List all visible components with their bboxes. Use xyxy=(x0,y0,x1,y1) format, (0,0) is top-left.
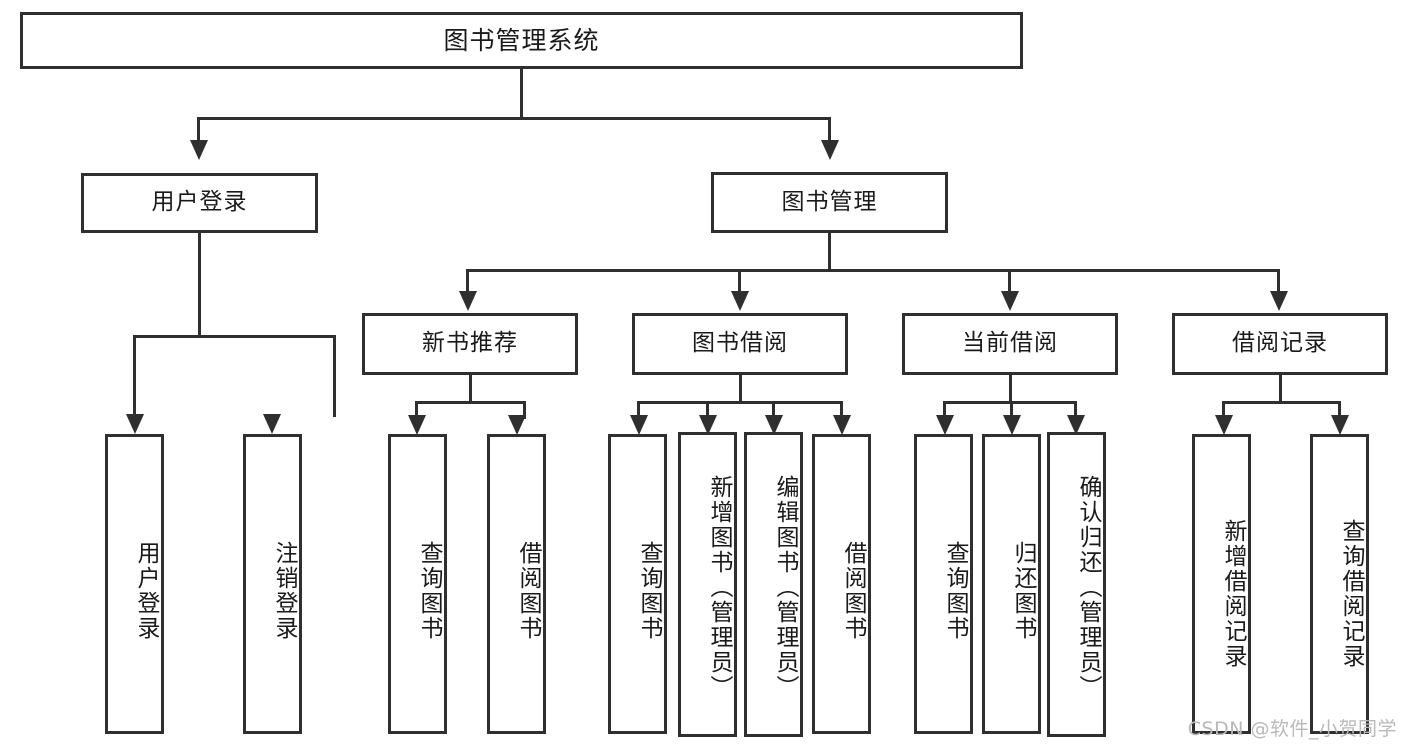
edge-new-book-recommend-bar xyxy=(415,401,526,404)
node-label: 图书管理 xyxy=(781,188,878,215)
node-new-book-recommend[interactable]: 新书推荐 xyxy=(362,313,578,375)
edge-user-login-bar xyxy=(133,335,336,338)
edge-to-borrow-record xyxy=(1277,269,1280,293)
edge-to-book-borrow xyxy=(738,269,741,293)
edge-user-login-stem xyxy=(198,233,201,335)
edge-borrow-record-to-leaf-1 xyxy=(1338,401,1341,419)
node-user-login[interactable]: 用户登录 xyxy=(81,173,318,233)
node-label: 用户登录 xyxy=(151,189,248,216)
edge-book-borrow-to-leaf-3 xyxy=(840,401,843,419)
arrow-new-book-recommend-to-leaf-1 xyxy=(508,415,526,435)
leaf-book-borrow-2[interactable]: 编辑图书（管理员） xyxy=(744,432,803,737)
node-label: 新增图书（管理员） xyxy=(706,475,732,700)
edge-borrow-record-to-leaf-0 xyxy=(1222,401,1225,419)
node-label: 确认归还（管理员） xyxy=(1075,475,1101,700)
leaf-current-borrow-1[interactable]: 归还图书 xyxy=(982,434,1041,734)
node-label: 查询图书 xyxy=(416,541,442,641)
edge-root-stem xyxy=(520,69,523,117)
leaf-user-login-0[interactable]: 用户登录 xyxy=(105,434,164,734)
node-label: 借阅图书 xyxy=(840,541,866,641)
edge-book-borrow-to-leaf-2 xyxy=(772,401,775,419)
node-book-borrow[interactable]: 图书借阅 xyxy=(632,313,848,375)
node-label: 查询图书 xyxy=(942,541,968,641)
edge-borrow-record-bar xyxy=(1222,401,1341,404)
edge-level2-bar xyxy=(466,269,1280,272)
edge-current-borrow-to-leaf-0 xyxy=(943,401,946,419)
node-label: 查询图书 xyxy=(636,541,662,641)
edge-book-borrow-to-leaf-1 xyxy=(706,401,709,419)
leaf-book-borrow-3[interactable]: 借阅图书 xyxy=(812,434,871,734)
arrow-current-borrow-to-leaf-0 xyxy=(936,415,954,435)
leaf-borrow-record-0[interactable]: 新增借阅记录 xyxy=(1192,434,1251,734)
edge-user-login-to-leaf-1 xyxy=(333,335,336,417)
arrow-current-borrow-to-leaf-1 xyxy=(1003,415,1021,435)
leaf-new-book-recommend-0[interactable]: 查询图书 xyxy=(388,434,447,734)
edge-book-borrow-to-leaf-0 xyxy=(637,401,640,419)
edge-to-current-borrow xyxy=(1008,269,1011,293)
edge-borrow-record-stem xyxy=(1279,375,1282,403)
edge-book-borrow-stem xyxy=(739,375,742,403)
arrow-borrow-record-to-leaf-1 xyxy=(1331,415,1349,435)
node-label: 新书推荐 xyxy=(422,330,518,357)
edge-root-bar xyxy=(197,117,831,120)
node-label: 用户登录 xyxy=(133,541,159,641)
arrow-to-borrow-record xyxy=(1270,291,1288,311)
arrow-current-borrow-to-leaf-2 xyxy=(1067,415,1085,435)
arrow-to-current-borrow xyxy=(1001,291,1019,311)
edge-new-book-recommend-to-leaf-1 xyxy=(523,401,526,419)
leaf-new-book-recommend-1[interactable]: 借阅图书 xyxy=(487,434,546,734)
node-label: 注销登录 xyxy=(271,541,297,641)
edge-book-management-stem xyxy=(828,233,831,271)
node-root-book-management-system[interactable]: 图书管理系统 xyxy=(20,12,1023,69)
edge-root-to-book-management xyxy=(828,117,831,143)
arrow-root-to-book-management xyxy=(821,140,839,160)
node-label: 借阅记录 xyxy=(1232,330,1328,357)
watermark-text: CSDN @软件_小贺同学 xyxy=(1187,718,1397,740)
edge-current-borrow-to-leaf-2 xyxy=(1074,401,1077,419)
edge-root-to-user-login xyxy=(197,117,200,143)
node-label: 当前借阅 xyxy=(962,330,1058,357)
arrow-book-borrow-to-leaf-1 xyxy=(699,415,717,435)
node-book-management[interactable]: 图书管理 xyxy=(711,172,948,233)
edge-current-borrow-to-leaf-1 xyxy=(1010,401,1013,419)
arrow-new-book-recommend-to-leaf-0 xyxy=(408,415,426,435)
leaf-current-borrow-0[interactable]: 查询图书 xyxy=(914,434,973,734)
leaf-borrow-record-1[interactable]: 查询借阅记录 xyxy=(1310,434,1369,734)
arrow-borrow-record-to-leaf-0 xyxy=(1215,415,1233,435)
edge-to-new-book-recommend xyxy=(466,269,469,293)
node-label: 借阅图书 xyxy=(515,541,541,641)
node-label: 查询借阅记录 xyxy=(1338,519,1364,669)
arrow-user-login-to-leaf-1 xyxy=(263,414,281,434)
arrow-book-borrow-to-leaf-0 xyxy=(630,415,648,435)
arrow-book-borrow-to-leaf-2 xyxy=(765,415,783,435)
node-label: 归还图书 xyxy=(1010,541,1036,641)
edge-current-borrow-stem xyxy=(1009,375,1012,403)
node-label: 图书管理系统 xyxy=(443,25,600,55)
node-label: 编辑图书（管理员） xyxy=(772,475,798,700)
arrow-to-new-book-recommend xyxy=(459,291,477,311)
edge-book-borrow-bar xyxy=(637,401,843,404)
edge-new-book-recommend-to-leaf-0 xyxy=(415,401,418,419)
node-label: 新增借阅记录 xyxy=(1220,519,1246,669)
arrow-book-borrow-to-leaf-3 xyxy=(833,415,851,435)
leaf-book-borrow-1[interactable]: 新增图书（管理员） xyxy=(678,432,737,737)
arrow-user-login-to-leaf-0 xyxy=(126,414,144,434)
leaf-current-borrow-2[interactable]: 确认归还（管理员） xyxy=(1047,432,1106,737)
arrow-root-to-user-login xyxy=(190,140,208,160)
leaf-book-borrow-0[interactable]: 查询图书 xyxy=(608,434,667,734)
node-current-borrow[interactable]: 当前借阅 xyxy=(902,313,1118,375)
edge-new-book-recommend-stem xyxy=(469,375,472,403)
edge-user-login-to-leaf-0 xyxy=(133,335,136,417)
node-label: 图书借阅 xyxy=(692,330,788,357)
arrow-to-book-borrow xyxy=(731,291,749,311)
node-borrow-record[interactable]: 借阅记录 xyxy=(1172,313,1388,375)
leaf-user-login-1[interactable]: 注销登录 xyxy=(243,434,302,734)
